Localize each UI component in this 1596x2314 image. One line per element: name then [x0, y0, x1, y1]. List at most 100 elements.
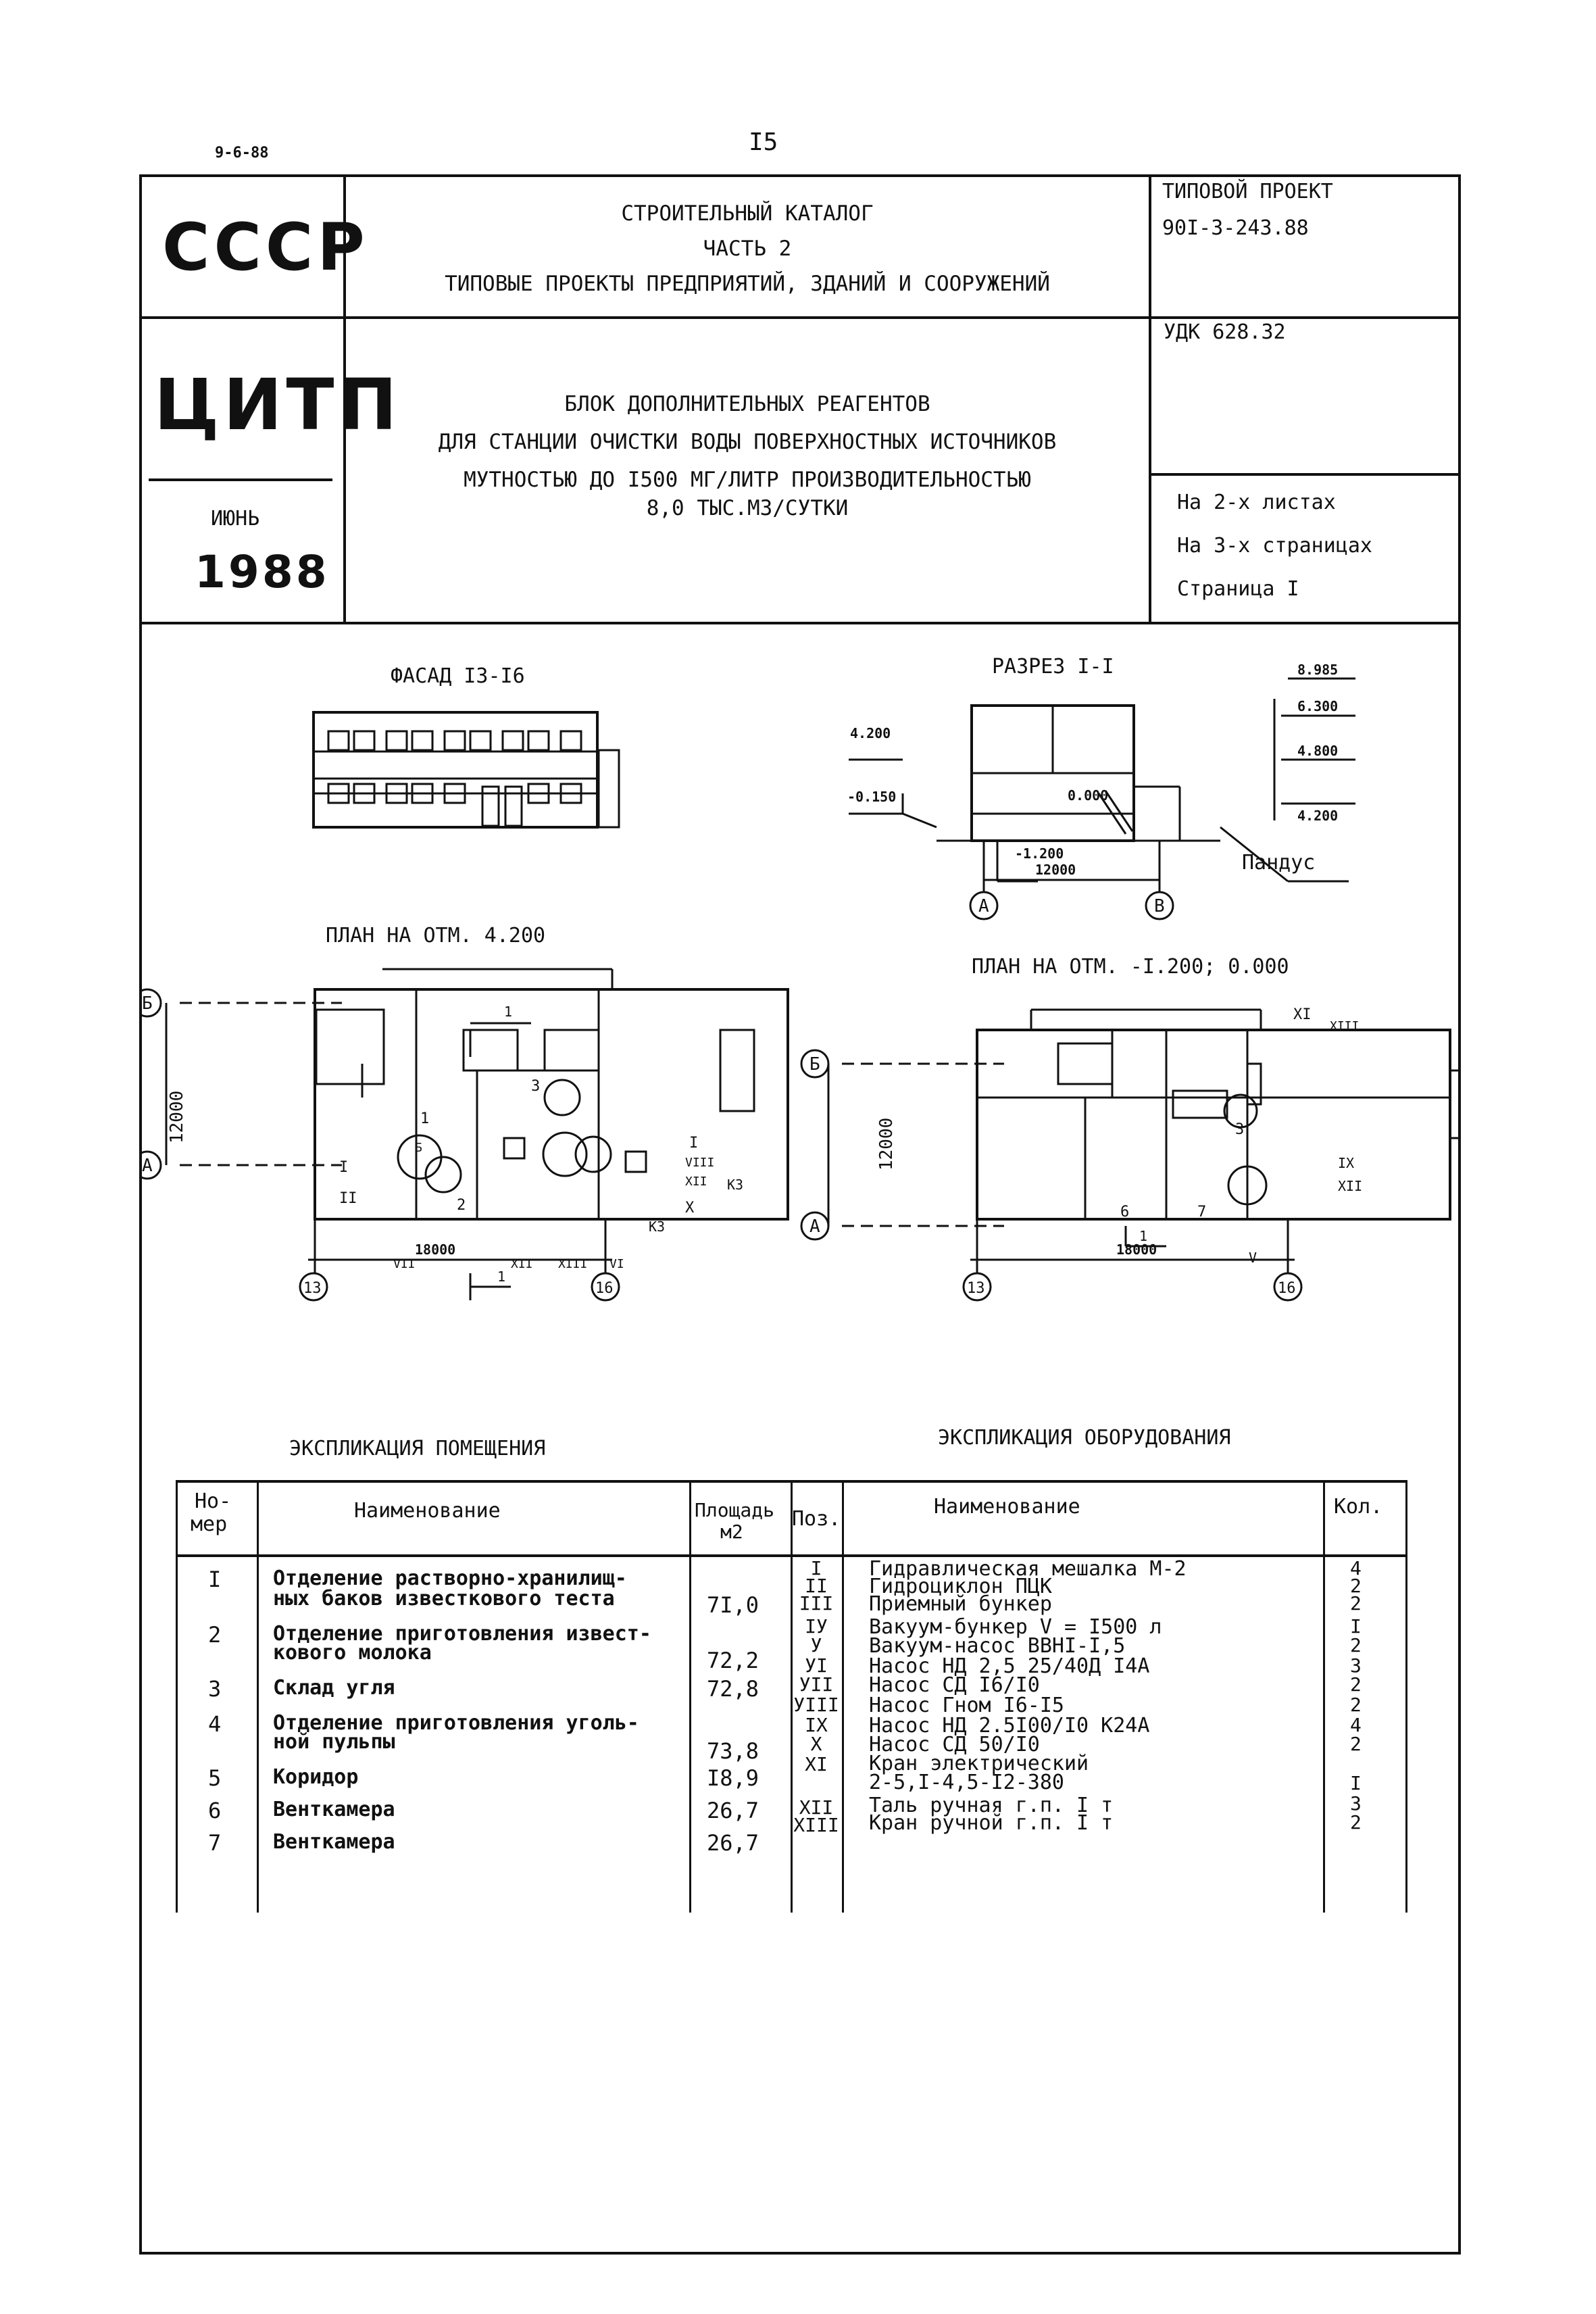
equipment-name: Насос СД I6/I0 [869, 1673, 1040, 1697]
room-name: Отделение приготовления уголь- [273, 1711, 639, 1735]
elev-0000: 0.000 [1068, 787, 1108, 804]
equipment-col-pos: Поз. [792, 1507, 841, 1531]
equipment-table: I Гидравлическая мешалка М-2 4 II Гидроц… [791, 1554, 1407, 1906]
print-date: 9-6-88 [215, 145, 269, 162]
facade-title: ФАСАД I3-I6 [391, 664, 525, 688]
org-ussr: СССР [162, 210, 369, 285]
table-col-line-5 [1323, 1480, 1325, 1913]
equipment-qty: 2 [1350, 1592, 1362, 1615]
table-col-line-0 [176, 1480, 178, 1913]
room-num: 5 [208, 1765, 222, 1791]
rooms-col-num-b: мер [191, 1512, 228, 1536]
rooms-col-area-a: Площадь [695, 1499, 775, 1521]
equipment-pos: I [810, 1557, 822, 1579]
catalog-line-1: СТРОИТЕЛЬНЫЙ КАТАЛОГ [621, 201, 874, 226]
elev-1200: 4.200 [1297, 808, 1338, 824]
plan2-room7: 7 [1197, 1204, 1206, 1221]
plan2-title: ПЛАН НА ОТМ. -I.200; 0.000 [972, 955, 1289, 979]
plan2-drawing [800, 1008, 1461, 1302]
plan1-mark-vii: VII [393, 1257, 416, 1271]
equipment-name: Вакуум-насос ВВНI-I,5 [869, 1634, 1126, 1658]
room-area: 72,2 [707, 1648, 759, 1673]
equipment-pos: IX [805, 1714, 828, 1736]
room-name: Венткамера [273, 1798, 395, 1821]
facade-drawing [312, 711, 620, 829]
page-label: Страница I [1177, 577, 1299, 601]
rooms-table: I Отделение растворно-хранилищ- ных бако… [176, 1554, 791, 1906]
catalog-line-3: ТИПОВЫЕ ПРОЕКТЫ ПРЕДПРИЯТИЙ, ЗДАНИЙ И СО… [445, 272, 1050, 296]
equipment-name: Насос Гном I6-I5 [869, 1694, 1064, 1717]
room-name: ных баков известкового теста [273, 1587, 615, 1610]
equipment-pos: II [805, 1575, 828, 1597]
equipment-qty: 2 [1350, 1811, 1362, 1833]
equipment-qty: 2 [1350, 1673, 1362, 1696]
plan1-k3-label-1: К3 [649, 1218, 665, 1235]
section-title: РАЗРЕЗ I-I [992, 655, 1114, 679]
equipment-qty: 3 [1350, 1792, 1362, 1815]
plan1-drawing [139, 968, 789, 1302]
equipment-pos: XIII [793, 1814, 839, 1836]
room-num: 3 [208, 1676, 222, 1702]
plan1-axis-13: 13 [303, 1280, 322, 1297]
header-hline-left [149, 478, 332, 481]
equipment-qty: 2 [1350, 1694, 1362, 1716]
room-area: 7I,0 [707, 1592, 759, 1618]
plan2-room3: 3 [1235, 1121, 1244, 1138]
plan2-axis-13: 13 [967, 1280, 985, 1297]
plan1-mark-i: I [689, 1135, 698, 1152]
drawings-area: ФАСАД I3-I6 РАЗРЕЗ I-I ПЛАН НА ОТМ. 4.20… [139, 655, 1461, 1302]
elev-m0150: -0.150 [847, 789, 896, 805]
table-col-line-3 [791, 1480, 793, 1913]
plan2-mark-xii: XII [1338, 1178, 1362, 1194]
rooms-col-area-b: м2 [720, 1521, 743, 1543]
equipment-pos: III [799, 1592, 834, 1615]
plan2-dim-12000: 12000 [876, 1118, 897, 1171]
plan1-axis-a: А [142, 1156, 153, 1176]
plan2-axis-a: А [809, 1216, 820, 1237]
equipment-qty: 4 [1350, 1557, 1362, 1579]
equipment-qty: 2 [1350, 1733, 1362, 1755]
room-area: 26,7 [707, 1798, 759, 1823]
year: 1988 [195, 546, 330, 598]
plan1-mark-vi: VI [609, 1257, 624, 1271]
equipment-name: Кран электрический [869, 1752, 1089, 1775]
room-name: Склад угля [273, 1676, 395, 1700]
document-title: БЛОК ДОПОЛНИТЕЛЬНЫХ РЕАГЕНТОВ ДЛЯ СТАНЦИ… [346, 385, 1149, 527]
rooms-table-title: ЭКСПЛИКАЦИЯ ПОМЕЩЕНИЯ [289, 1437, 546, 1460]
header-vline-right [1149, 174, 1151, 624]
room-name: ной пульпы [273, 1730, 395, 1754]
plan2-cut-mark: 1 [1139, 1228, 1147, 1244]
title-line-2: ДЛЯ СТАНЦИИ ОЧИСТКИ ВОДЫ ПОВЕРХНОСТНЫХ И… [438, 430, 1057, 454]
org-citp: ЦИТП [154, 364, 401, 446]
room-num: I [208, 1567, 222, 1592]
room-name: Венткамера [273, 1830, 395, 1854]
plan1-k3-label-2: К3 [727, 1177, 743, 1193]
plan1-mark-viii: VIII [685, 1156, 714, 1170]
elev-8985: 8.985 [1297, 662, 1338, 678]
equipment-name: Кран ручной г.п. I т [869, 1811, 1114, 1835]
header-bottom-line [139, 622, 1461, 624]
elev-6300: 6.300 [1297, 698, 1338, 714]
equipment-col-name: Наименование [934, 1495, 1080, 1519]
equipment-name: Насос НД 2.5I00/I0 К24А [869, 1714, 1150, 1738]
room-num: 7 [208, 1830, 222, 1856]
elev-4200: 4.200 [850, 725, 891, 741]
month: ИЮНЬ [211, 507, 260, 531]
title-line-3: МУТНОСТЬЮ ДО I500 МГ/ЛИТР ПРОИЗВОДИТЕЛЬН… [464, 468, 1031, 492]
equipment-pos: X [810, 1733, 822, 1755]
plan1-axis-16: 16 [595, 1280, 614, 1297]
header-hline-mid [139, 316, 1461, 319]
plan1-cut-mark-top: 1 [504, 1004, 512, 1020]
equipment-qty: 2 [1350, 1634, 1362, 1656]
room-num: 4 [208, 1711, 222, 1737]
equipment-table-title: ЭКСПЛИКАЦИЯ ОБОРУДОВАНИЯ [938, 1426, 1231, 1450]
plan1-mark-xii: XII [685, 1175, 707, 1189]
plan1-axis-b: Б [142, 993, 153, 1014]
equipment-name: Приемный бункер [869, 1592, 1052, 1616]
equipment-pos: IУ [805, 1615, 828, 1638]
table-col-line-6 [1405, 1480, 1407, 1913]
equipment-qty: I [1350, 1615, 1362, 1638]
section-axis-a: А [978, 896, 989, 916]
equipment-pos: УI [805, 1654, 828, 1677]
elev-4800: 4.800 [1297, 743, 1338, 759]
